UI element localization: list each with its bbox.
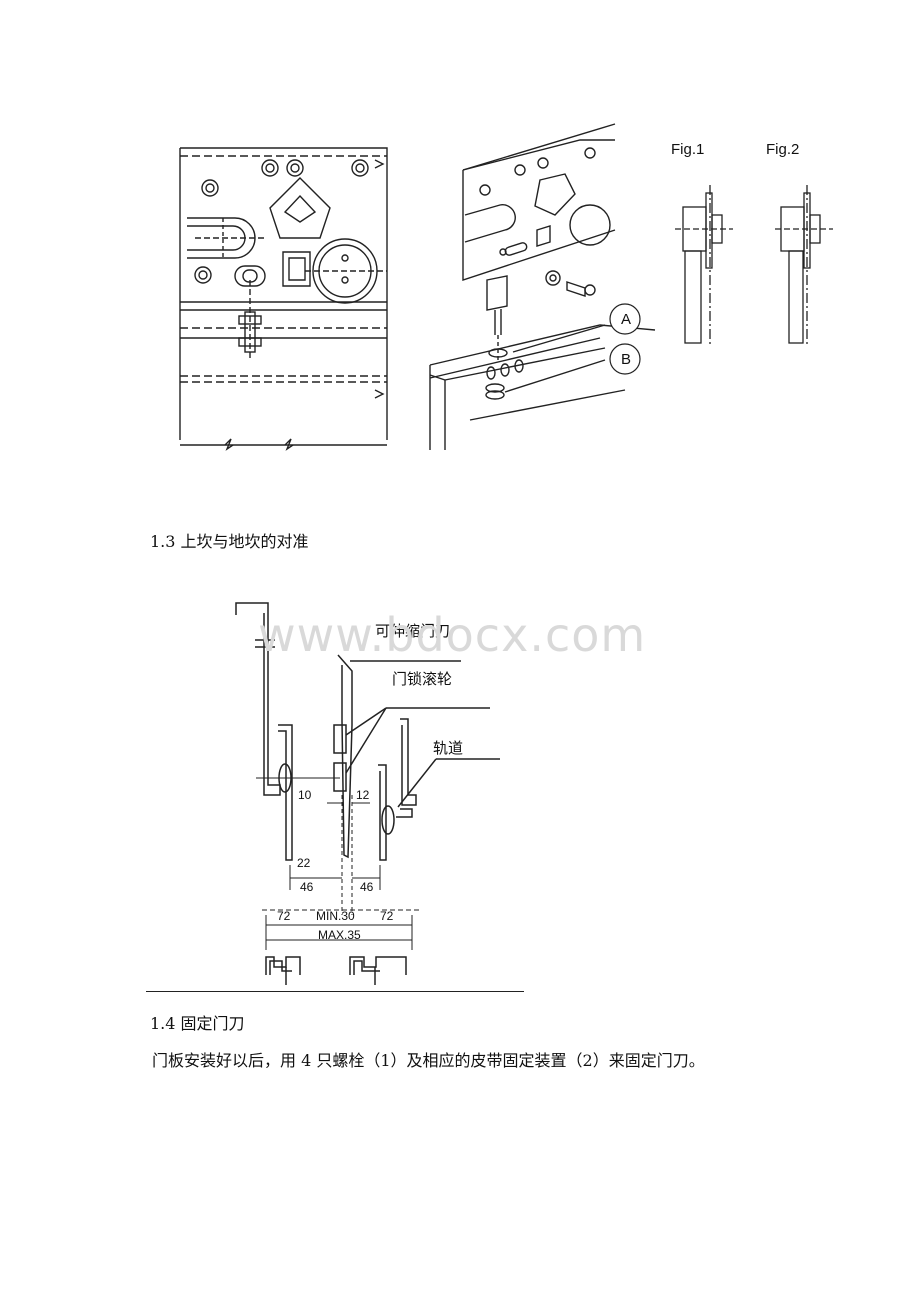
retractable-knife-label: 可伸缩门刀 (375, 622, 451, 640)
dim-46-left: 46 (300, 880, 314, 894)
dim-72-right: 72 (380, 909, 394, 923)
dim-72-left: 72 (277, 909, 291, 923)
fig1-label: Fig.1 (671, 141, 705, 158)
section-1-4-paragraph: 门板安装好以后，用 4 只螺栓（1）及相应的皮带固定装置（2）来固定门刀。 (152, 1051, 705, 1070)
figure-divider (146, 991, 524, 992)
fig2-bolt-drawing (775, 185, 833, 345)
dim-min: MIN.30 (316, 909, 355, 923)
perspective-drawing (429, 123, 656, 450)
dim-max: MAX.35 (318, 928, 361, 942)
dim-12: 12 (356, 788, 370, 802)
track-label: 轨道 (433, 739, 464, 757)
dim-22: 22 (297, 856, 311, 870)
callout-b-label: B (620, 351, 631, 368)
fig2-label: Fig.2 (766, 141, 800, 158)
callout-a-label: A (620, 311, 631, 328)
fig1-bolt-drawing (675, 185, 733, 345)
front-view-drawing (179, 147, 388, 451)
dim-10: 10 (298, 788, 312, 802)
dim-46-right: 46 (360, 880, 374, 894)
section-1-3-heading: 1.3 上坎与地坎的对准 (150, 532, 309, 551)
watermark: www.bdocx.com (258, 608, 647, 662)
alignment-drawing (235, 602, 500, 985)
section-1-4-heading: 1.4 固定门刀 (150, 1014, 245, 1033)
lock-roller-label: 门锁滚轮 (392, 670, 453, 688)
